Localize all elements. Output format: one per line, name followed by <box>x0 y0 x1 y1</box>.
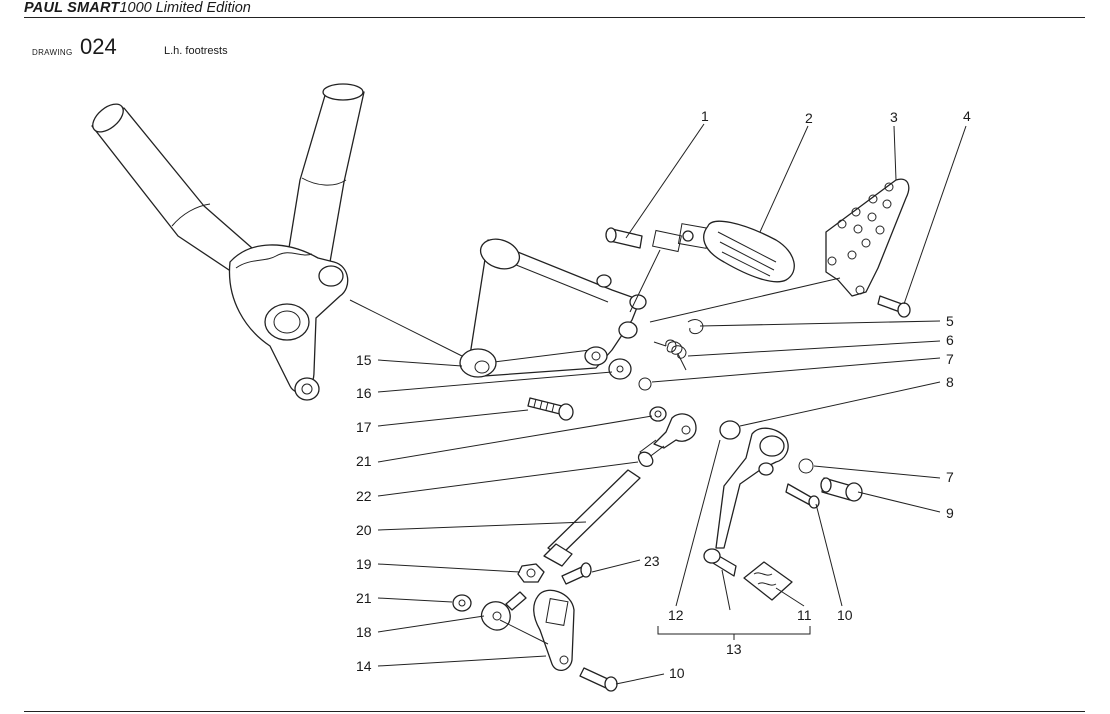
callout-14: 14 <box>356 658 372 674</box>
return-spring <box>653 339 687 371</box>
drawing-label: DRAWING <box>32 48 73 57</box>
circlip <box>638 377 652 391</box>
callout-12: 12 <box>668 607 684 623</box>
callout-23: 23 <box>644 553 660 569</box>
heel-guard-plate <box>825 178 910 297</box>
callout-2: 2 <box>805 110 813 126</box>
callout-9: 9 <box>946 505 954 521</box>
callout-8: 8 <box>946 374 954 390</box>
callout-3: 3 <box>890 109 898 125</box>
callout-21: 21 <box>356 590 372 606</box>
drawing-description: L.h. footrests <box>164 45 228 57</box>
drawing-number: 024 <box>80 34 117 59</box>
callout-7: 7 <box>946 469 954 485</box>
linkage-rod <box>543 469 641 567</box>
callout-10: 10 <box>669 665 685 681</box>
pivot-pin <box>605 227 643 249</box>
callout-11: 11 <box>797 607 812 623</box>
footrest-bracket <box>459 238 647 378</box>
callout-5: 5 <box>946 313 954 329</box>
callout-16: 16 <box>356 385 372 401</box>
callout-22: 22 <box>356 488 372 504</box>
callout-4: 4 <box>963 108 971 124</box>
pedal-rubber <box>743 561 793 601</box>
callout-19: 19 <box>356 556 372 572</box>
callout-numbers: 1 2 3 4 5 6 7 8 7 9 10 11 12 13 10 23 15… <box>356 108 971 681</box>
bolt-17 <box>527 397 574 421</box>
callout-10: 10 <box>837 607 853 623</box>
header-title: PAUL SMART1000 Limited Edition <box>24 0 251 16</box>
callout-1: 1 <box>701 108 709 124</box>
model-name: 1000 Limited Edition <box>119 0 251 16</box>
callout-13: 13 <box>726 641 742 657</box>
callout-6: 6 <box>946 332 954 348</box>
callout-7: 7 <box>946 351 954 367</box>
callout-17: 17 <box>356 419 372 435</box>
washer <box>608 358 632 380</box>
callout-15: 15 <box>356 352 372 368</box>
callout-18: 18 <box>356 624 372 640</box>
callout-21: 21 <box>356 453 372 469</box>
rod-end-lower <box>480 591 527 631</box>
plate-screw <box>877 295 911 318</box>
callout-20: 20 <box>356 522 372 538</box>
rod-end-upper <box>639 413 697 459</box>
footer-rule <box>24 711 1085 712</box>
shift-arm <box>533 589 575 671</box>
gear-pedal <box>703 427 789 577</box>
footpeg-rubber <box>703 220 795 283</box>
brand-name: PAUL SMART <box>24 0 120 16</box>
frame-tube-section <box>91 83 365 401</box>
header-rule <box>24 17 1085 18</box>
pedal-pin <box>820 477 863 502</box>
leader-lines <box>349 123 967 685</box>
